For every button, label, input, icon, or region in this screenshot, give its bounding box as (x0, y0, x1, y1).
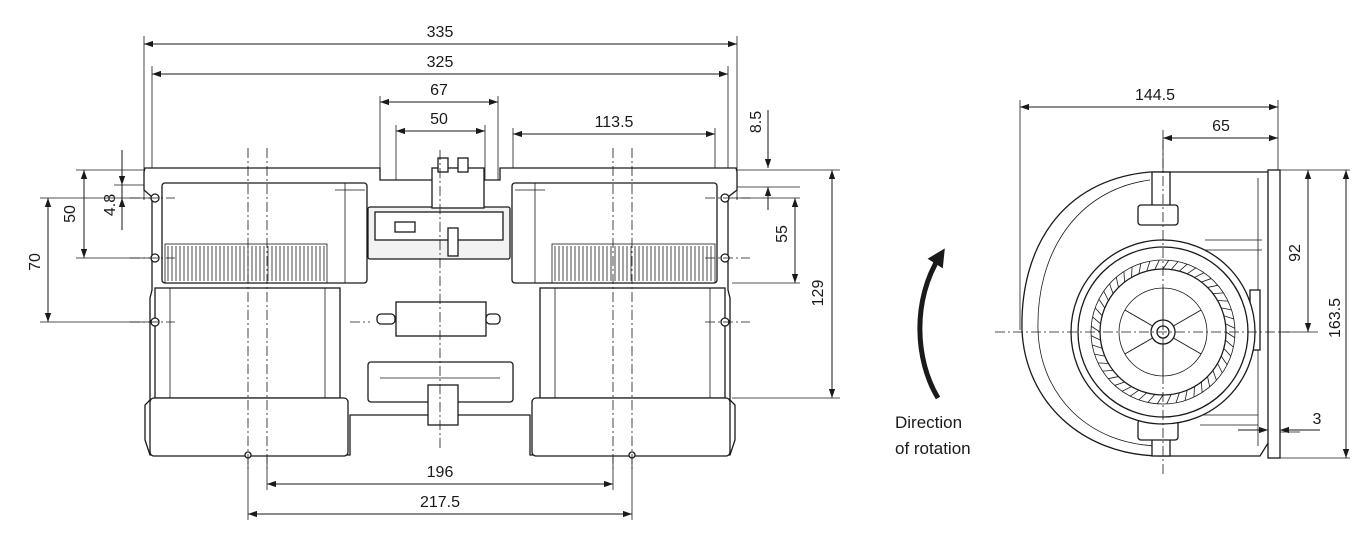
impeller-blade (1146, 261, 1151, 272)
rotation-label-line1: Direction (895, 413, 962, 432)
hub-spoke (1124, 337, 1153, 355)
hub-spoke (1173, 309, 1202, 327)
impeller-blade (1138, 392, 1147, 401)
dim-height-163-5: 163.5 (1327, 298, 1344, 338)
impeller-blade (1138, 263, 1142, 274)
front-view: 335 325 67 50 113.5 8.5 50 4.8 70 55 129… (27, 24, 840, 520)
dim-left-70: 70 (27, 253, 44, 271)
impeller-fins-right (551, 243, 716, 284)
impeller-blade (1212, 292, 1224, 295)
impeller-blade (1121, 386, 1132, 392)
dim-top-offset: 8.5 (748, 111, 765, 133)
fin-frame (551, 243, 716, 284)
rotation-arrow-icon (917, 248, 945, 400)
dim-connector-outer: 67 (430, 82, 448, 99)
mounting-holes (150, 193, 730, 459)
dim-mount-width: 325 (427, 54, 454, 71)
dim-left-50: 50 (62, 205, 79, 223)
dim-right-129: 129 (810, 280, 827, 307)
dim-height-92: 92 (1287, 244, 1304, 262)
impeller-blade (1092, 344, 1103, 349)
impeller-blade (1090, 335, 1101, 341)
hub-spoke (1173, 337, 1202, 355)
dim-left-4-8: 4.8 (102, 194, 119, 216)
connector-block (367, 157, 511, 337)
impeller-blade (1175, 392, 1180, 403)
impeller-blade (1184, 390, 1188, 401)
impeller-blade (1098, 298, 1106, 309)
side-dimension-lines (1020, 103, 1350, 458)
impeller-blade (1156, 394, 1164, 404)
impeller-blade (1154, 259, 1160, 270)
dim-flange: 3 (1313, 411, 1322, 428)
impeller-blade (1225, 339, 1234, 348)
impeller-blade (1207, 376, 1211, 387)
impeller-blade (1091, 325, 1101, 333)
impeller-blade (1108, 376, 1119, 380)
impeller-blade (1162, 260, 1170, 270)
impeller-blade (1115, 277, 1119, 288)
impeller-blade (1094, 307, 1103, 316)
impeller-blade (1123, 271, 1126, 283)
impeller-blade (1147, 394, 1156, 403)
dim-hub-offset: 65 (1212, 118, 1230, 135)
impeller-blade (1212, 370, 1217, 381)
impeller-blade (1097, 362, 1109, 364)
impeller-blade (1194, 272, 1205, 278)
impeller-blade (1094, 353, 1105, 357)
rotation-label-line2: of rotation (895, 439, 971, 458)
impeller-blade (1225, 331, 1235, 339)
impeller-blade (1201, 278, 1212, 283)
impeller-blade (1207, 284, 1218, 288)
impeller-blade (1129, 389, 1140, 397)
dim-bottom-196: 196 (427, 464, 454, 481)
side-center-lines (995, 140, 1290, 475)
impeller-blade (1217, 300, 1229, 302)
impeller-blade (1179, 263, 1188, 272)
impeller-blade (1092, 316, 1101, 325)
impeller-blade (1225, 323, 1236, 329)
dim-connector-inner: 50 (430, 111, 448, 128)
impeller-blade (1200, 381, 1203, 393)
impeller-blade (1223, 348, 1232, 357)
impeller-blade (1103, 290, 1109, 301)
dim-right-55: 55 (774, 225, 791, 243)
impeller-blade (1170, 261, 1179, 270)
impeller-blade (1102, 369, 1114, 372)
impeller-blade (1217, 363, 1223, 374)
impeller-blade (1220, 355, 1228, 366)
dim-right-offset: 113.5 (595, 114, 634, 131)
impeller-blade (1131, 266, 1133, 278)
side-view: 144.5 65 92 163.5 3 (995, 87, 1350, 475)
dim-overall-width: 335 (427, 24, 454, 41)
rotation-indicator: Direction of rotation (895, 248, 971, 458)
impeller-blade (1166, 394, 1172, 405)
dim-depth: 144.5 (1135, 87, 1175, 104)
hub-spoke (1124, 309, 1153, 327)
impeller-blade (1109, 283, 1114, 294)
impeller-blade (1193, 386, 1195, 398)
impeller-blade (1186, 267, 1197, 275)
dim-bottom-217-5: 217.5 (420, 494, 460, 511)
center-lines (130, 148, 750, 470)
impeller-blade (1221, 307, 1232, 311)
impeller-blade (1223, 315, 1234, 320)
fin-frame (164, 243, 328, 284)
impeller-blade (1114, 381, 1125, 386)
dimension-lines (44, 40, 836, 518)
